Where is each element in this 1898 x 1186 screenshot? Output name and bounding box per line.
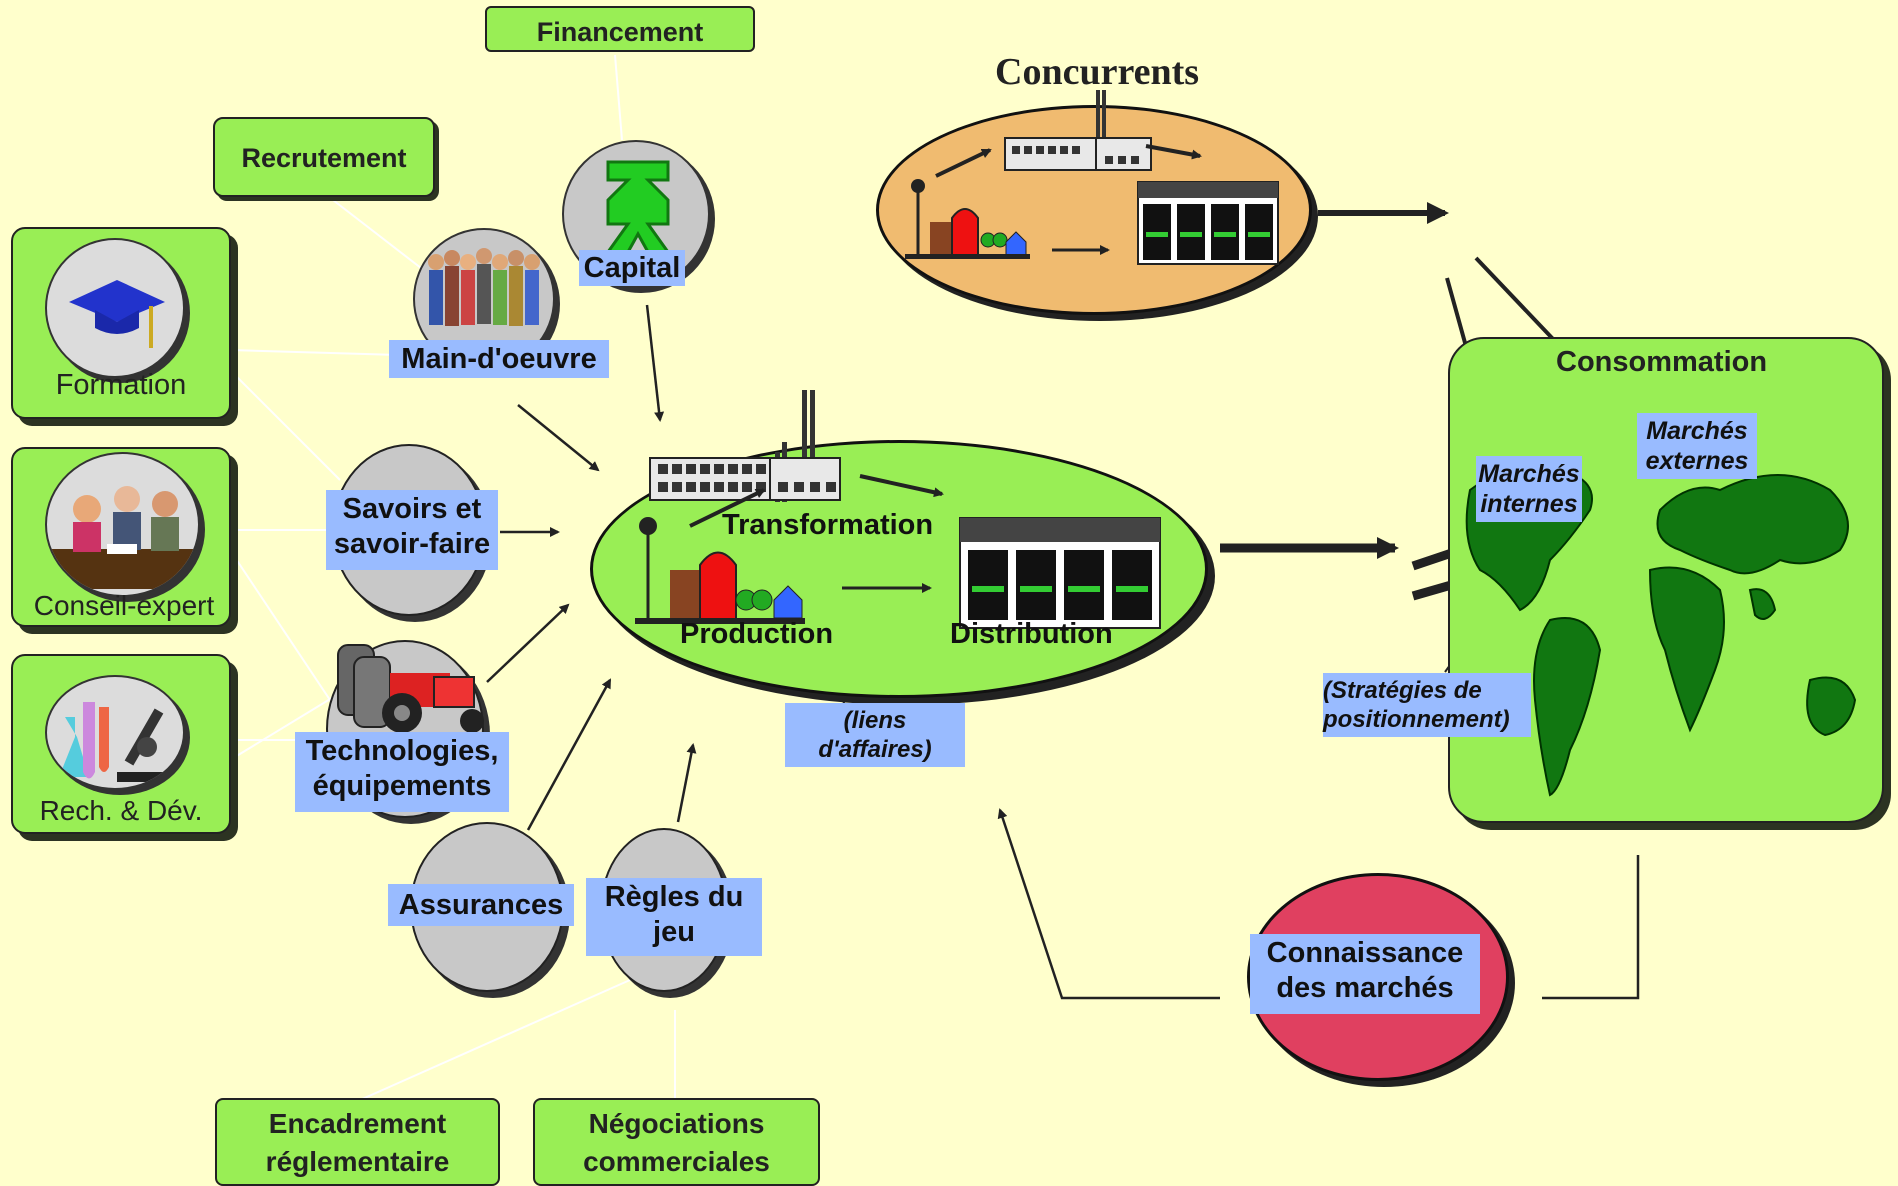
regles-label: Règles du jeu xyxy=(586,878,762,956)
marches-externes-label: Marchés externes xyxy=(1637,413,1757,479)
graduation-cap-icon xyxy=(69,280,165,348)
encadrement-box: Encadrement réglementaire xyxy=(215,1098,500,1186)
marches-internes-line2: internes xyxy=(1480,490,1578,518)
arrow-regles xyxy=(676,743,697,823)
assurances-label: Assurances xyxy=(388,884,574,926)
arrow-technologies xyxy=(486,603,570,683)
savoirs-line1: Savoirs et xyxy=(342,493,482,525)
connaissance-line1: Connaissance xyxy=(1266,937,1464,969)
concurrents-illustration xyxy=(905,90,1279,265)
liens-label: (liens d'affaires) xyxy=(785,703,965,767)
barrels-tractor-icon xyxy=(337,644,484,733)
meeting-icon xyxy=(52,486,197,589)
negociations-box: Négociations commerciales xyxy=(533,1098,820,1186)
conseil-label: Conseil-expert xyxy=(33,590,215,621)
lab-icon xyxy=(59,702,172,782)
arrow-capital xyxy=(645,304,665,422)
rd-circle xyxy=(45,675,185,790)
value-chain-illustration xyxy=(635,390,1161,629)
liens-line1: (liens xyxy=(843,707,907,734)
technologies-label: Technologies, équipements xyxy=(295,732,509,812)
trucks-icon xyxy=(959,517,1161,629)
transformation-label: Transformation xyxy=(722,509,934,541)
technologies-line1: Technologies, xyxy=(305,735,499,767)
savoirs-line2: savoir-faire xyxy=(333,527,491,560)
main-oeuvre-label: Main-d'oeuvre xyxy=(389,340,609,378)
concurrents-title: Concurrents xyxy=(995,51,1200,93)
liens-line2: d'affaires) xyxy=(818,735,932,763)
marches-externes-line1: Marchés xyxy=(1646,417,1748,445)
financement-label: Financement xyxy=(536,17,704,47)
strategies-line1: (Stratégies de xyxy=(1323,677,1482,704)
connaissance-label: Connaissance des marchés xyxy=(1250,934,1480,1014)
regles-line2: jeu xyxy=(653,915,695,948)
technologies-line2: équipements xyxy=(312,769,492,802)
negociations-line2: commerciales xyxy=(583,1146,770,1177)
marches-externes-line2: externes xyxy=(1645,447,1749,475)
factory-icon xyxy=(1004,90,1152,171)
negociations-line1: Négociations xyxy=(588,1108,765,1139)
dollar-icon xyxy=(605,160,671,254)
marches-internes-label: Marchés internes xyxy=(1476,456,1582,522)
connaissance-line2: des marchés xyxy=(1276,971,1454,1004)
production-label: Production xyxy=(680,618,834,650)
farm-icon xyxy=(635,517,805,624)
formation-circle xyxy=(45,238,185,378)
encadrement-line2: réglementaire xyxy=(265,1146,450,1177)
formation-label: Formation xyxy=(55,369,187,401)
savoirs-label: Savoirs et savoir-faire xyxy=(326,490,498,570)
conseil-circle xyxy=(45,452,200,597)
consommation-title: Consommation xyxy=(1556,346,1768,378)
encadrement-line1: Encadrement xyxy=(268,1108,447,1139)
arrow-main-oeuvre xyxy=(517,404,600,472)
recrutement-label: Recrutement xyxy=(241,143,407,173)
marches-internes-line1: Marchés xyxy=(1478,460,1580,488)
strategies-line2: positionnement) xyxy=(1323,705,1510,733)
regles-line1: Règles du xyxy=(604,881,744,913)
workers-icon xyxy=(428,248,540,326)
strategies-label: (Stratégies de positionnement) xyxy=(1323,673,1531,737)
line-connaissance-consommation xyxy=(1542,855,1640,1000)
arrow-connaissance-return xyxy=(997,808,1220,1000)
trucks-icon xyxy=(1137,181,1279,265)
arrow-assurances xyxy=(526,678,612,831)
farm-icon xyxy=(905,179,1030,259)
recrutement-box: Recrutement xyxy=(213,117,435,197)
capital-label: Capital xyxy=(579,250,685,286)
factory-icon xyxy=(649,390,841,502)
financement-box: Financement xyxy=(485,6,755,52)
rd-label: Rech. & Dév. xyxy=(39,795,203,826)
distribution-label: Distribution xyxy=(950,618,1113,650)
